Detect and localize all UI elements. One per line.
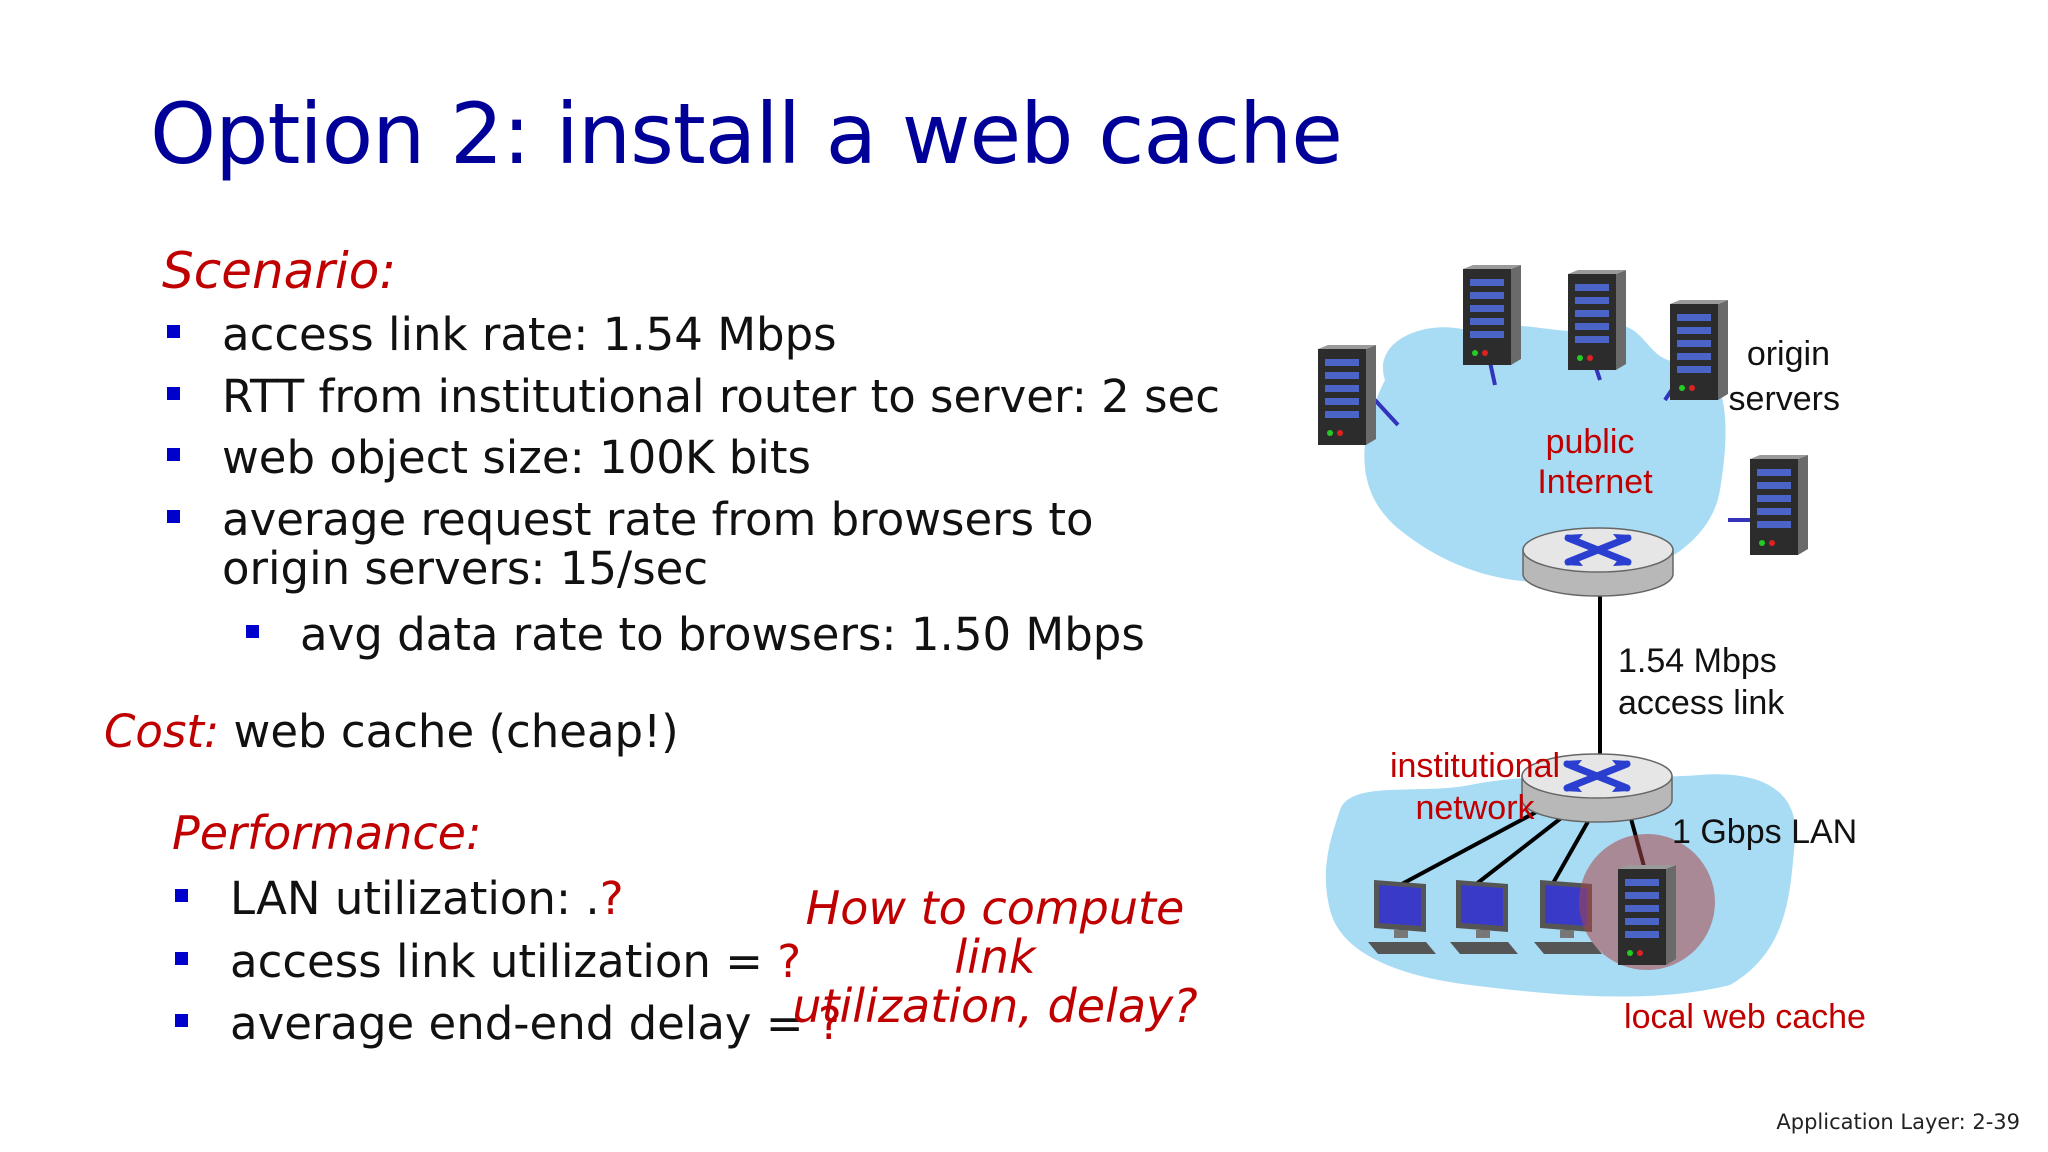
list-item: average request rate from browsers to or…	[167, 494, 1192, 594]
public-router-icon	[1523, 528, 1673, 596]
performance-heading: Performance:	[172, 806, 482, 860]
origin-server-icon	[1750, 455, 1808, 555]
list-item: avg data rate to browsers: 1.50 Mbps	[246, 610, 1145, 660]
bullet-icon	[167, 386, 180, 400]
list-item: access link rate: 1.54 Mbps	[167, 310, 1220, 360]
client-pc-icon	[1450, 880, 1518, 954]
scenario-list: access link rate: 1.54 Mbps RTT from ins…	[167, 310, 1220, 594]
question-callout: How to compute link utilization, delay?	[792, 881, 1198, 1033]
cost-text: web cache (cheap!)	[233, 705, 679, 758]
origin-servers-label: servers	[1729, 380, 1840, 418]
institutional-network-label: institutional	[1390, 747, 1560, 785]
origin-server-icon	[1568, 270, 1626, 370]
client-pc-icon	[1368, 880, 1436, 954]
institutional-network-label: network	[1415, 789, 1535, 827]
bullet-icon	[246, 625, 259, 638]
bullet-icon	[175, 1014, 188, 1027]
network-diagram: origin servers public Internet 1.54 Mbps…	[1318, 265, 1866, 1036]
bullet-icon	[167, 325, 180, 338]
list-item: LAN utilization: .?	[175, 874, 842, 924]
bullet-icon	[175, 889, 188, 902]
origin-server-icon	[1463, 265, 1521, 365]
cost-line: Cost: web cache (cheap!)	[104, 705, 679, 758]
list-item: web object size: 100K bits	[167, 433, 1220, 483]
access-link-label: 1.54 Mbps	[1618, 642, 1777, 680]
list-item: RTT from institutional router to server:…	[167, 371, 1220, 422]
local-web-cache-label: local web cache	[1624, 998, 1866, 1036]
bullet-icon	[167, 509, 180, 523]
origin-server-icon	[1670, 300, 1728, 400]
web-cache-server-icon	[1618, 865, 1676, 965]
origin-server-icon	[1318, 345, 1376, 445]
list-item: access link utilization = ?	[175, 936, 842, 987]
public-internet-label: Internet	[1537, 463, 1653, 501]
slide-footer: Application Layer: 2-39	[1776, 1110, 2020, 1134]
origin-servers-label: origin	[1747, 335, 1830, 373]
public-internet-label: public	[1546, 423, 1635, 461]
access-link-label: access link	[1618, 684, 1785, 722]
bullet-icon	[167, 448, 180, 461]
lan-label: 1 Gbps LAN	[1672, 813, 1857, 851]
cost-label: Cost:	[104, 705, 220, 758]
performance-list: LAN utilization: .? access link utilizat…	[175, 874, 842, 1049]
scenario-heading: Scenario:	[162, 242, 397, 300]
public-internet-cloud	[1364, 325, 1726, 583]
scenario-sublist: avg data rate to browsers: 1.50 Mbps	[246, 610, 1145, 660]
bullet-icon	[175, 951, 188, 965]
slide-title: Option 2: install a web cache	[150, 85, 1343, 183]
list-item: average end-end delay = ?	[175, 999, 842, 1049]
